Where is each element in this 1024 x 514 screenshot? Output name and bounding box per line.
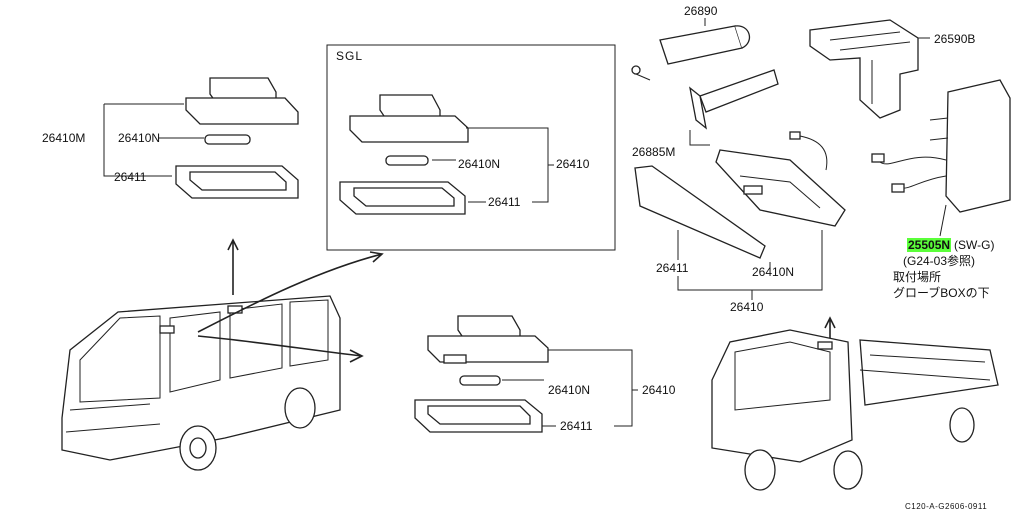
sgl-inset-box [326,44,616,251]
part-25505N-switch [871,79,1011,213]
label-26410N-lower: 26410N [548,383,591,397]
label-26410-lower: 26410 [642,383,676,397]
truck-drawing [711,329,999,491]
van-drawing [61,295,341,471]
footer-code: C120-A-G2606-0911 [905,502,988,511]
leader-26885M [689,130,710,146]
map-lamp-assembly [634,131,846,259]
label-26890: 26890 [684,4,718,18]
leader-lower [502,349,638,427]
label-26410N-sgl: 26410N [458,157,501,171]
label-26410-sgl: 26410 [556,157,590,171]
label-26590B: 26590B [934,32,976,46]
leader-sgl [432,127,554,203]
label-26411-top-left: 26411 [114,170,147,184]
label-26410-map: 26410 [730,300,764,314]
highlighted-part-number: 25505N [907,238,952,252]
label-26885M: 26885M [632,145,676,159]
part-26590B-bracket [809,19,919,119]
label-26410N-map: 26410N [752,265,795,279]
arrow-to-lower-lamp [197,335,364,363]
lamp-assembly-top-left [175,77,299,199]
leader-25505N [939,204,947,237]
arrow-up-truck [824,316,836,338]
label-26411-lower: 26411 [560,419,593,433]
arrow-to-sgl [197,251,384,333]
arrow-up-van [227,238,239,295]
label-glove-box: グローブBOXの下 [893,286,990,300]
label-26410N-top-left: 26410N [118,131,161,145]
label-26411-sgl: 26411 [488,195,521,209]
label-25505N: 25505N(SW-G) [907,238,994,252]
lamp-assembly-lower [414,315,549,433]
sgl-box-title: SGL [336,49,364,63]
label-mount-location: 取付場所 [893,270,942,284]
label-sw-g: (SW-G) [954,238,995,252]
leader-map-lamp [677,230,823,300]
lamp-assembly-sgl [339,94,469,215]
leader-top-left [103,103,204,177]
label-reference: (G24-03参照) [903,254,976,268]
label-26410M: 26410M [42,131,86,145]
label-26411-map: 26411 [656,261,689,275]
part-26890-tube [631,25,779,130]
